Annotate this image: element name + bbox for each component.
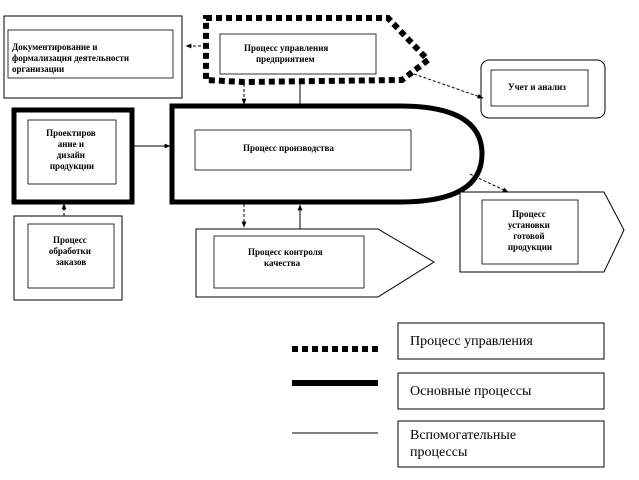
design-label: Проектиров ание и дизайн продукции xyxy=(46,128,98,171)
design-node: Проектиров ание и дизайн продукции xyxy=(11,107,135,205)
accounting-label: Учет и анализ xyxy=(508,82,566,92)
order-processing-node: Процесс обработки заказов xyxy=(13,215,123,301)
doc-mgmt-node: Документирование и формализация деятельн… xyxy=(3,15,183,99)
production-node: Процесс производства xyxy=(169,103,485,205)
installation-label: Процесс установки готовой продукции xyxy=(508,209,552,252)
legend-box-core xyxy=(397,372,605,410)
quality-control-node: Процесс контроля качества xyxy=(195,228,435,298)
order-processing-label: Процесс обработки заказов xyxy=(49,235,93,267)
legend-box-management xyxy=(397,322,605,360)
accounting-node: Учет и анализ xyxy=(480,59,606,119)
legend-label-management: Процесс управления xyxy=(410,334,533,349)
doc-mgmt-label: Документирование и формализация деятельн… xyxy=(12,42,131,74)
legend-label-support: Вспомогательные процессы xyxy=(410,428,517,460)
quality-control-label: Процесс контроля качества xyxy=(248,247,325,268)
legend-box-support xyxy=(397,420,605,468)
mgmt-process-node: Процесс управления предприятием xyxy=(203,15,433,86)
arrow-mgmt-to-accounting xyxy=(413,73,484,99)
production-label: Процесс производства xyxy=(243,143,334,153)
legend xyxy=(292,322,605,468)
installation-node: Процесс установки готовой продукции xyxy=(459,191,625,273)
mgmt-process-label: Процесс управления предприятием xyxy=(244,43,331,64)
legend-label-core: Основные процессы xyxy=(410,384,532,399)
arrow-production-to-installation xyxy=(469,173,509,193)
